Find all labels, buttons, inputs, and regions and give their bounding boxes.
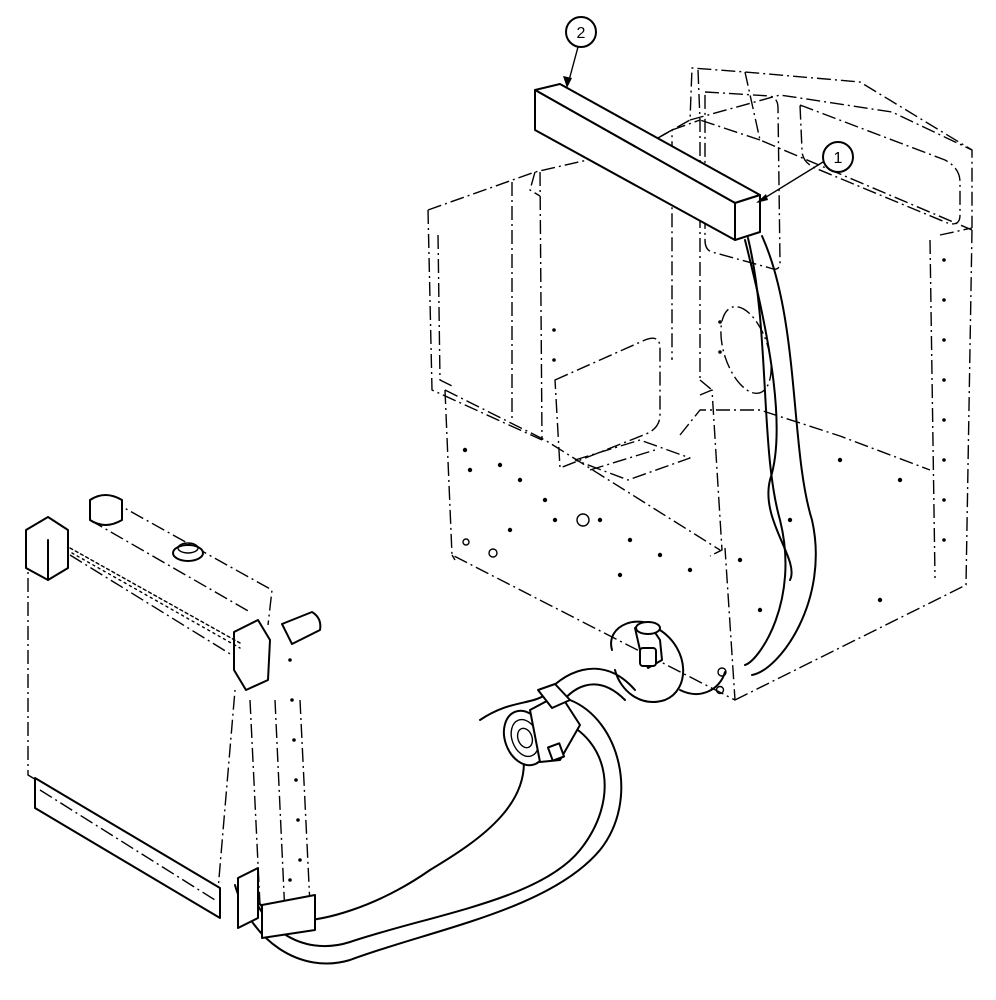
valve-fitting: [634, 621, 663, 669]
cab-fastener-holes: [462, 258, 946, 695]
callout-2-number: 2: [577, 25, 586, 42]
callout-2: 2: [563, 16, 597, 88]
radiator-assembly: [25, 494, 322, 939]
evaporator-housing: [534, 83, 761, 241]
callout-1: 1: [756, 141, 854, 203]
radiator-side-holes: [288, 658, 302, 882]
compressor: [502, 683, 581, 767]
hose-assembly: [234, 235, 817, 965]
callout-1-number: 1: [834, 150, 843, 167]
